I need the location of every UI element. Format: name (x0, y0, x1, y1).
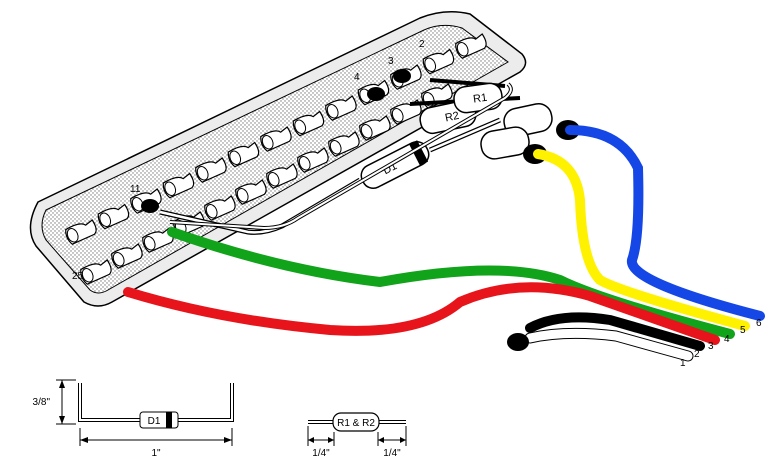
pin-socket (227, 141, 260, 168)
wire-number-1: 1 (680, 358, 686, 369)
solder-blob (393, 69, 411, 83)
pin-socket (390, 99, 422, 125)
wire-bundle (123, 125, 765, 362)
wire-3 (123, 282, 720, 345)
wire-number-3: 3 (708, 341, 714, 352)
resistor-lead-detail: R1 & R2 1/4" 1/4" (307, 412, 407, 459)
resistor-detail-label: R1 & R2 (337, 418, 375, 429)
pin-label-11: 11 (130, 184, 141, 195)
wire-number-6: 6 (756, 318, 762, 329)
pin-socket (195, 157, 227, 183)
pin-label-3: 3 (388, 56, 394, 67)
pin-socket (97, 203, 130, 230)
wire-1 (525, 328, 693, 361)
pin-socket (297, 147, 329, 173)
pin-socket (292, 110, 325, 137)
pin-socket (260, 126, 292, 152)
wire-number-2: 2 (694, 349, 700, 360)
resistor-lead-left-dim: 1/4" (312, 448, 330, 459)
pin-label-25: 25 (72, 271, 84, 282)
wire-6 (565, 125, 765, 321)
wire-number-4: 4 (724, 334, 730, 345)
pin-socket (328, 131, 360, 157)
heat-shrink-tubes (480, 102, 580, 164)
pin-socket (204, 195, 236, 221)
pin-socket (235, 179, 267, 205)
solder-blob (141, 199, 159, 213)
wire-5 (533, 149, 750, 331)
pin-socket (455, 33, 487, 59)
diode-detail-label: D1 (148, 416, 161, 427)
pin-socket (65, 219, 97, 245)
d1-label: D1 (381, 160, 399, 177)
pin-socket (325, 95, 357, 121)
wire-2 (525, 312, 705, 351)
pin-socket (422, 48, 455, 75)
r2-label: R2 (444, 110, 460, 125)
r1-label: R1 (472, 92, 488, 106)
diode-bend-detail: D1 3/8" 1" (33, 379, 234, 459)
wire-number-5: 5 (740, 325, 746, 336)
solder-blob (367, 87, 385, 101)
pin-socket (359, 115, 391, 141)
pin-label-4: 4 (354, 72, 360, 83)
pin-socket (266, 163, 298, 189)
pin-socket (111, 243, 143, 269)
resistor-lead-right-dim: 1/4" (383, 448, 401, 459)
pin-socket (80, 259, 112, 285)
pin-labels: 2 3 4 11 25 (72, 39, 425, 282)
diode-height-dim: 3/8" (33, 397, 51, 408)
pin-label-2: 2 (419, 39, 425, 50)
diode-width-dim: 1" (151, 448, 161, 459)
pin-socket (162, 172, 195, 199)
